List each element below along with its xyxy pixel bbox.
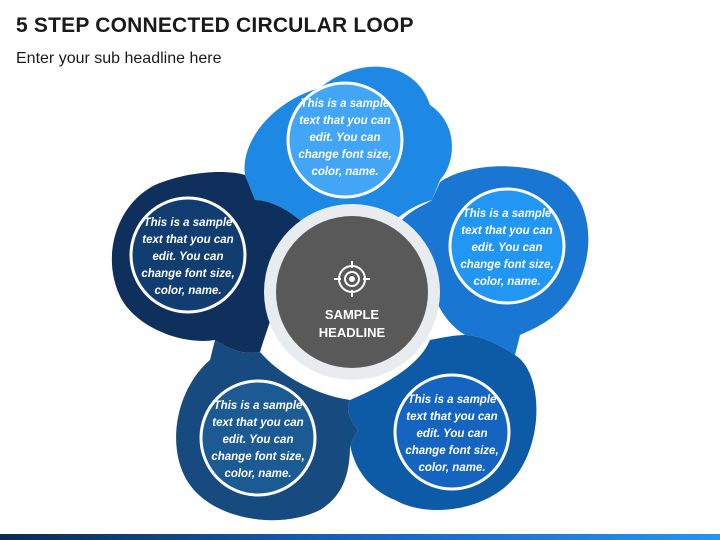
step-bottom-left-text: This is a sample text that you can edit.… xyxy=(211,400,305,480)
step-right[interactable] xyxy=(400,166,589,355)
step-top-circle xyxy=(286,81,404,199)
step-left[interactable] xyxy=(111,172,305,353)
step-right-text: This is a sample text that you can edit.… xyxy=(460,208,554,288)
step-left-text: This is a sample text that you can edit.… xyxy=(141,217,235,297)
bottom-accent-bar xyxy=(0,534,720,540)
center-headline: SAMPLE HEADLINE xyxy=(318,307,386,340)
step-bottom-left[interactable] xyxy=(176,340,358,521)
step-bottom-right-text: This is a sample text that you can edit.… xyxy=(405,394,499,474)
step-bottom-right[interactable] xyxy=(347,335,537,510)
step-left-circle xyxy=(129,196,247,314)
page-subtitle: Enter your sub headline here xyxy=(16,50,222,67)
step-right-circle xyxy=(448,187,566,305)
center-hub[interactable] xyxy=(264,204,440,380)
step-bottom-right-circle xyxy=(393,373,511,491)
step-bottom-left-circle xyxy=(199,379,317,497)
step-top-text: This is a sample text that you can edit.… xyxy=(298,98,392,178)
step-top[interactable] xyxy=(244,66,452,225)
target-icon xyxy=(334,261,370,297)
page-title: 5 STEP CONNECTED CIRCULAR LOOP xyxy=(16,14,414,37)
